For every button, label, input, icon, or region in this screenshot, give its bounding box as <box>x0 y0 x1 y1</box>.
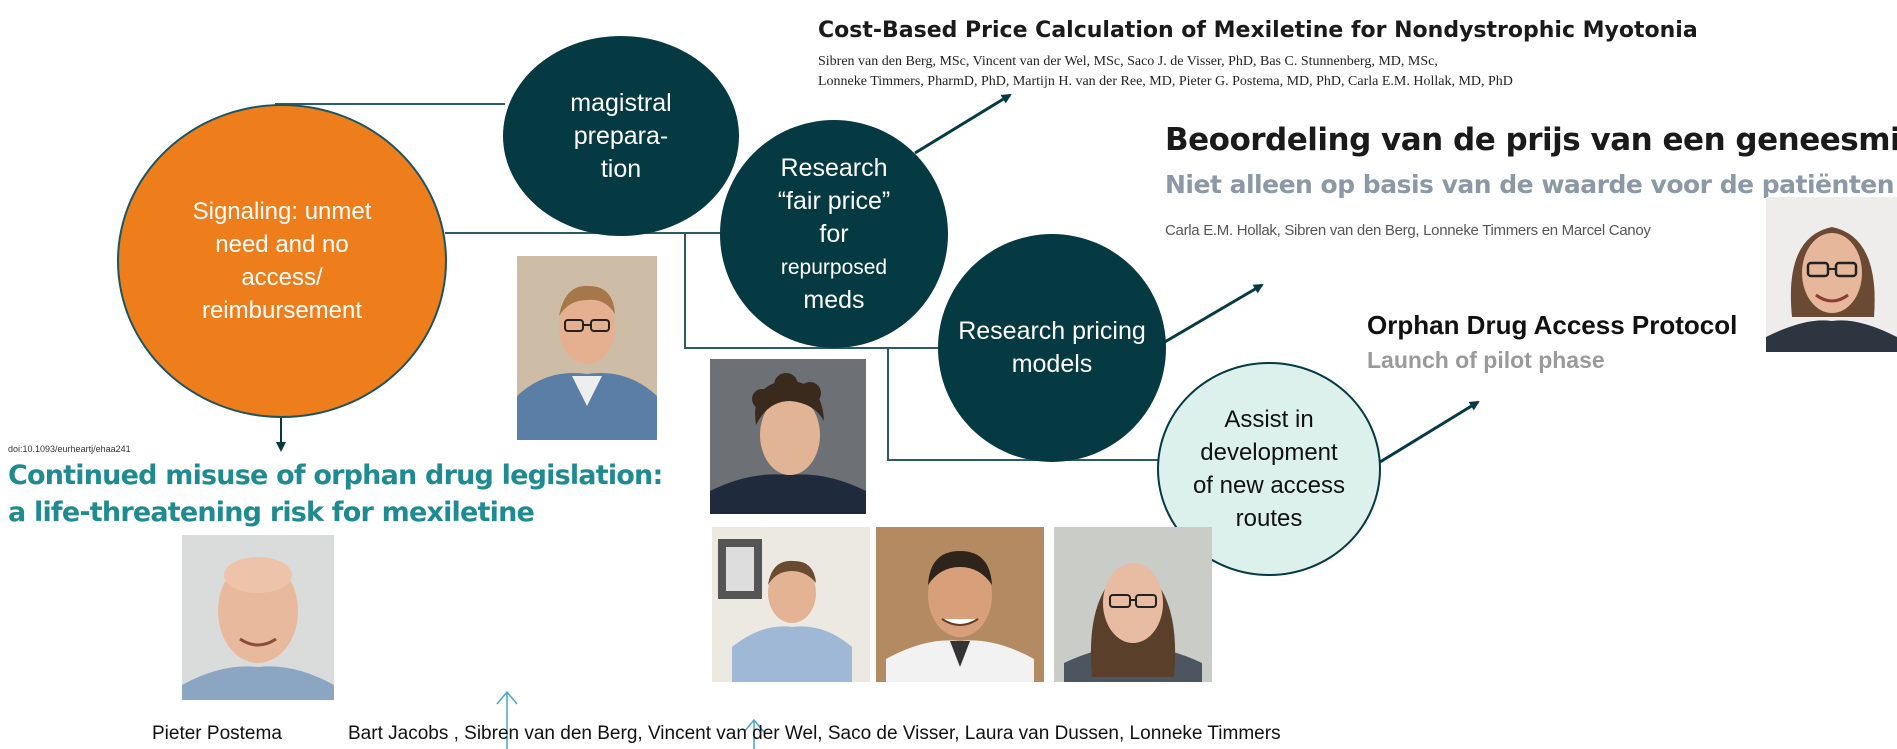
arrow-up-bart <box>496 690 518 749</box>
node-magistral-line: magistral <box>570 88 672 117</box>
node-fairprice-line: meds <box>803 285 865 314</box>
paper-beoordeling-title: Beoordeling van de prijs van een geneesm… <box>1165 122 1897 158</box>
node-signaling-line: Signaling: unmet <box>192 198 372 225</box>
node-access-line: development <box>1200 439 1338 466</box>
arrow-pricing-paper <box>1162 283 1264 345</box>
portrait-icon <box>1766 197 1897 352</box>
paper-misuse-doi: doi:10.1093/eurheartj/ehaa241 <box>8 444 131 454</box>
node-fairprice-line: for <box>819 219 849 248</box>
portrait-icon <box>876 527 1044 682</box>
name-pieter-postema: Pieter Postema <box>152 723 282 744</box>
node-magistral-preparation: magistral prepara- tion <box>503 36 739 236</box>
node-research-pricing-models: Research pricing models <box>938 234 1166 462</box>
node-access-line: routes <box>1235 505 1303 532</box>
portrait-icon <box>182 535 334 700</box>
arrow-up-vincent <box>743 718 765 749</box>
photo-portrait-smiling-man <box>876 527 1044 682</box>
portrait-icon <box>710 359 866 514</box>
arrow-access-protocol <box>1379 400 1480 464</box>
protocol-title: Orphan Drug Access Protocol <box>1367 310 1738 340</box>
photo-portrait-office <box>712 527 870 682</box>
node-pricing-line: Research pricing <box>958 317 1146 345</box>
line-elbow-pricing <box>684 233 950 349</box>
node-signaling: Signaling: unmet need and no access/ rei… <box>117 104 447 418</box>
node-magistral-line: prepara- <box>573 121 669 150</box>
paper-beoordeling-authors: Carla E.M. Hollak, Sibren van den Berg, … <box>1165 222 1651 239</box>
node-fairprice-line: Research <box>780 153 888 182</box>
node-fairprice-line: repurposed <box>780 255 888 279</box>
portrait-icon <box>517 256 657 440</box>
paper-misuse-title-2: a life-threatening risk for mexiletine <box>8 497 535 528</box>
node-signaling-line: reimbursement <box>201 297 363 324</box>
node-magistral-line: tion <box>600 154 642 183</box>
node-access-line: of new access <box>1192 472 1346 499</box>
node-signaling-line: need and no <box>215 231 349 258</box>
arrow-fairprice-paper <box>914 93 1012 155</box>
photo-portrait-woman-glasses <box>1054 527 1212 682</box>
photo-portrait-glasses-denim <box>517 256 657 440</box>
node-signaling-line: access/ <box>241 264 323 291</box>
portrait-icon <box>712 527 870 682</box>
photo-portrait-bald <box>182 535 334 700</box>
node-pricing-line: models <box>1011 350 1093 378</box>
paper-misuse-title-1: Continued misuse of orphan drug legislat… <box>8 460 663 491</box>
node-fairprice-line: “fair price” <box>777 186 891 215</box>
paper-cost-based-authors-2: Lonneke Timmers, PharmD, PhD, Martijn H.… <box>818 74 1513 89</box>
paper-cost-based-authors-1: Sibren van den Berg, MSc, Vincent van de… <box>818 54 1438 69</box>
node-research-fair-price: Research “fair price” for repurposed med… <box>720 120 948 348</box>
paper-cost-based-title: Cost-Based Price Calculation of Mexileti… <box>818 18 1698 43</box>
photo-portrait-woman-glasses-right <box>1766 197 1897 352</box>
portrait-icon <box>1054 527 1212 682</box>
names-team: Bart Jacobs , Sibren van den Berg, Vince… <box>348 723 1281 744</box>
protocol-subtitle: Launch of pilot phase <box>1367 347 1605 373</box>
node-access-line: Assist in <box>1224 406 1314 433</box>
photo-portrait-curly-hair <box>710 359 866 514</box>
paper-beoordeling-subtitle: Niet alleen op basis van de waarde voor … <box>1165 170 1895 199</box>
